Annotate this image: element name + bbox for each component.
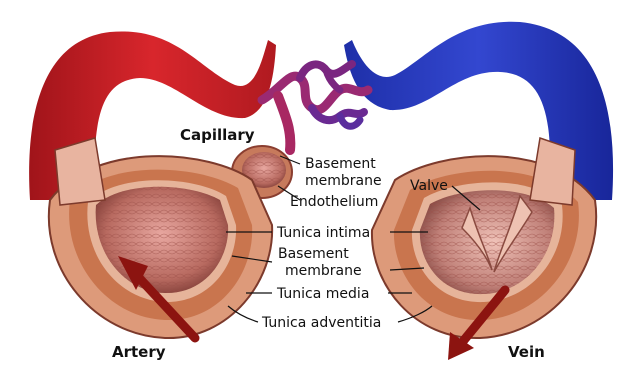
vein-section bbox=[372, 138, 596, 338]
basement-membrane-top-label-1: Basement bbox=[305, 156, 376, 172]
tunica-media-label: Tunica media bbox=[276, 286, 369, 302]
capillary-network bbox=[262, 64, 368, 150]
basement-membrane-top-label-2: membrane bbox=[305, 173, 382, 189]
tunica-adventitia-label: Tunica adventitia bbox=[261, 315, 381, 331]
vein-label: Vein bbox=[508, 343, 545, 361]
capillary-label: Capillary bbox=[180, 126, 255, 144]
valve-label: Valve bbox=[410, 178, 448, 194]
basement-membrane-mid-label-1: Basement bbox=[278, 246, 349, 262]
basement-membrane-mid-label-2: membrane bbox=[285, 263, 362, 279]
endothelium-label: Endothelium bbox=[290, 194, 378, 210]
tunica-intima-label: Tunica intima bbox=[276, 225, 370, 241]
artery-label: Artery bbox=[112, 343, 166, 361]
